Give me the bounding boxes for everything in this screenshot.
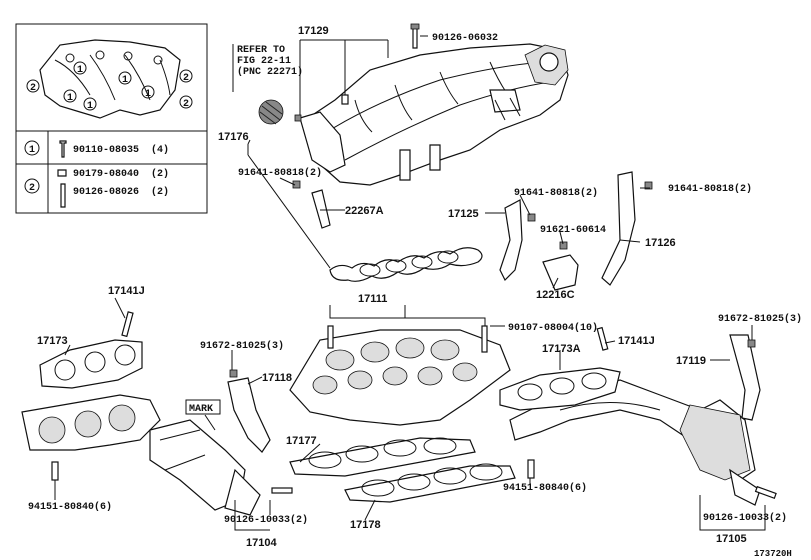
mark-text: MARK — [189, 404, 213, 415]
gasket-17177 — [289, 437, 476, 477]
legend-qty: (2) — [151, 186, 169, 198]
callout-label: 1 — [77, 65, 83, 76]
part-label-94151-left: 94151-80840(6) — [28, 501, 112, 513]
part-label-91621: 91621-60614 — [540, 225, 606, 236]
part-label-17141J-right: 17141J — [618, 335, 655, 347]
part-label-17104: 17104 — [246, 537, 277, 549]
gasket-17173A — [499, 367, 621, 411]
nut-icon — [57, 169, 67, 177]
part-label-90107: 90107-08004(10) — [508, 322, 598, 334]
legend-part-number: 90179-08040 — [73, 169, 139, 180]
part-label-91641-right: 91641-80818(2) — [668, 183, 752, 195]
refer-grille — [258, 99, 284, 125]
callout-label: 2 — [183, 73, 189, 84]
bolt-icon — [59, 140, 67, 158]
inset-callout: 2 — [26, 79, 40, 94]
part-label-12216C: 12216C — [536, 289, 575, 301]
refer-note-line: REFER TO — [237, 45, 285, 56]
part-label-94151-mid: 94151-80840(6) — [503, 482, 587, 494]
gasket-22267A — [329, 247, 483, 282]
callout-label: 1 — [67, 93, 73, 104]
part-label-17173: 17173 — [37, 335, 68, 347]
callout-label: 1 — [87, 101, 93, 112]
inset-callout: 1 — [63, 89, 77, 104]
part-label-22267A: 22267A — [345, 205, 384, 217]
legend-qty: (4) — [151, 144, 169, 156]
part-label-17126: 17126 — [645, 237, 676, 249]
refer-note-line: (PNC 22271) — [237, 66, 303, 78]
inset-callout: 2 — [179, 69, 193, 84]
part-label-17118: 17118 — [262, 372, 292, 384]
refer-note-line: FIG 22-11 — [237, 56, 291, 67]
callout-label: 2 — [183, 99, 189, 110]
part-label-17111: 17111 — [358, 293, 387, 305]
gasket-17173 — [39, 339, 143, 389]
part-label-91672-right: 91672-81025(3) — [718, 313, 802, 325]
part-label-91672-left: 91672-81025(3) — [200, 340, 284, 352]
refer-note: REFER TO FIG 22-11 (PNC 22271) — [232, 44, 303, 92]
legend-mark: 1 — [29, 145, 35, 156]
inset-callout: 1 — [118, 71, 132, 86]
part-label-17177: 17177 — [286, 435, 317, 447]
legend-mark: 2 — [29, 183, 35, 194]
callout-label: 1 — [145, 89, 151, 100]
part-label-91641-left: 91641-80818(2) — [238, 167, 322, 179]
part-label-17125: 17125 — [448, 208, 479, 220]
callout-label: 2 — [30, 83, 36, 94]
legend-part-number: 90110-08035 — [73, 145, 139, 156]
mark-label: MARK — [185, 399, 221, 415]
part-label-17176: 17176 — [218, 131, 249, 143]
inset-box: 2 1 1 1 2 2 1 1 1 90110-08035 (4) 2 — [15, 23, 208, 214]
gasket-17178 — [344, 463, 516, 503]
inset-callout: 1 — [141, 85, 155, 100]
inset-callout: 2 — [179, 95, 193, 110]
inset-callout: 1 — [83, 97, 97, 112]
part-label-91641-mid: 91641-80818(2) — [514, 187, 598, 199]
part-label-17141J-top: 17141J — [108, 285, 145, 297]
part-label-17129: 17129 — [298, 25, 329, 37]
stud-icon — [60, 183, 66, 208]
part-label-17178: 17178 — [350, 519, 381, 531]
figure-id: 173720H — [754, 549, 792, 559]
part-label-17173A: 17173A — [542, 343, 581, 355]
part-label-90126-06032: 90126-06032 — [432, 33, 498, 44]
part-label-17105: 17105 — [716, 533, 747, 545]
part-label-90126-right: 90126-10033(2) — [703, 512, 787, 524]
bolt-icon — [412, 26, 418, 49]
callout-label: 1 — [122, 75, 128, 86]
part-label-17119: 17119 — [676, 355, 706, 367]
exhaust-manifold-17104 — [21, 394, 261, 516]
leader-lines — [54, 35, 766, 531]
legend-part-number: 90126-08026 — [73, 187, 139, 198]
intake-manifold-17111 — [289, 329, 511, 426]
inset-callout: 1 — [73, 61, 87, 76]
intake-plenum — [299, 43, 569, 186]
legend-qty: (2) — [151, 168, 169, 180]
part-label-90126-left: 90126-10033(2) — [224, 514, 308, 526]
